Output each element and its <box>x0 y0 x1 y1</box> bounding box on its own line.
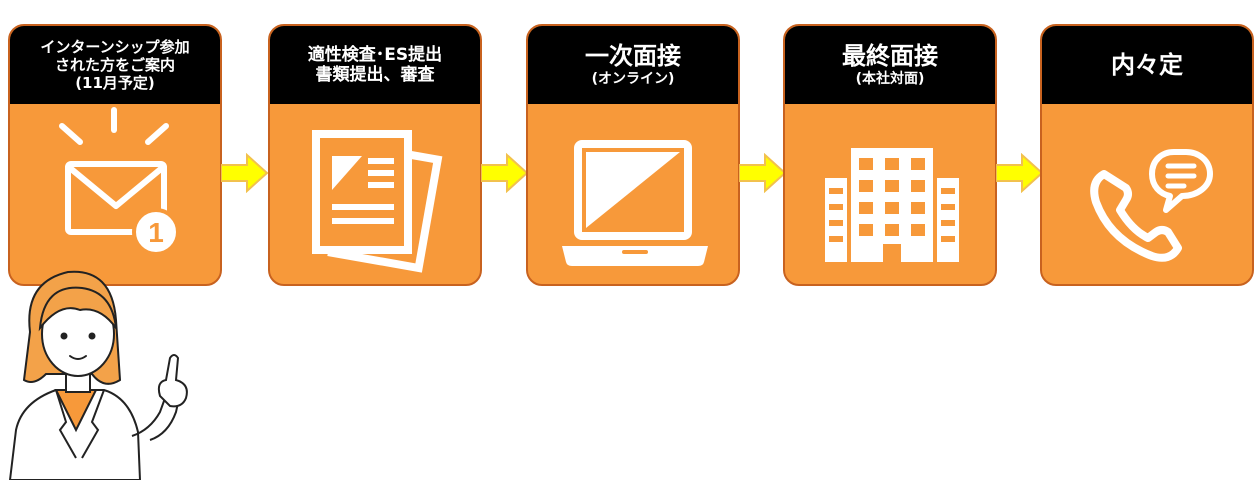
step-aptitude-test: 適性検査･ES提出 書類提出、審査 <box>268 24 482 286</box>
step-title-line: 一次面接 <box>585 42 681 71</box>
step-title-line: 書類提出、審査 <box>315 65 435 85</box>
step-subtitle-line: (11月予定) <box>75 74 155 92</box>
step-header: 適性検査･ES提出 書類提出、審査 <box>270 26 480 104</box>
step-final-interview: 最終面接 (本社対面) <box>783 24 997 286</box>
step-header: 最終面接 (本社対面) <box>785 26 995 104</box>
step-internship-invite: インターンシップ参加 された方をご案内 (11月予定) 1 <box>8 24 222 286</box>
step-title-line: 最終面接 <box>842 42 938 71</box>
step-subtitle-line: (本社対面) <box>855 71 925 87</box>
step-first-interview: 一次面接 (オンライン) <box>526 24 740 286</box>
step-header: インターンシップ参加 された方をご案内 (11月予定) <box>10 26 220 104</box>
arrow-right-icon <box>995 152 1044 194</box>
arrow-right-icon <box>738 152 787 194</box>
mail-badge-icon: 1 <box>10 104 220 284</box>
step-header: 一次面接 (オンライン) <box>528 26 738 104</box>
documents-icon <box>270 104 480 284</box>
mail-badge-count: 1 <box>148 217 164 248</box>
phone-chat-icon <box>1042 104 1252 284</box>
step-subtitle-line: (オンライン) <box>591 71 675 87</box>
arrow-right-icon <box>220 152 269 194</box>
step-title-line: 内々定 <box>1111 50 1183 79</box>
guide-woman-illustration <box>0 262 200 481</box>
step-title-line: インターンシップ参加 <box>40 38 190 56</box>
laptop-icon <box>528 104 738 284</box>
step-job-offer: 内々定 <box>1040 24 1254 286</box>
step-title-line: 適性検査･ES提出 <box>307 44 443 65</box>
office-building-icon <box>785 104 995 284</box>
arrow-right-icon <box>480 152 529 194</box>
step-header: 内々定 <box>1042 26 1252 104</box>
step-title-line: された方をご案内 <box>54 56 175 74</box>
